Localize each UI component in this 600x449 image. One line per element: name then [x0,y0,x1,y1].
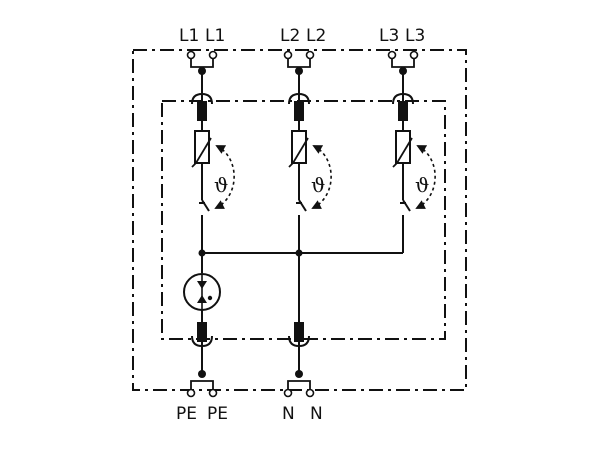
label-l3-b: L3 [405,26,425,46]
varistor-l2: ϑ [288,130,332,212]
plug-arch [288,92,310,105]
label-n-b: N [310,404,323,424]
terminal-l2-right [305,50,315,60]
theta-symbol: ϑ [311,173,325,197]
plug-contact [398,101,408,121]
varistor-diagonal [392,137,413,168]
plug-arch [191,92,213,105]
terminal-block-pe [186,370,218,398]
terminal-block-l3 [387,50,419,75]
terminal-link [190,380,214,390]
terminal-node [198,370,206,378]
label-l1-a: L1 [179,26,199,46]
plug-connector-l1 [191,92,213,121]
terminal-l1-right [208,50,218,60]
terminal-l3-right [409,50,419,60]
terminal-l2-left [283,50,293,60]
terminal-link [287,380,311,390]
spark-arrow-up [197,295,207,303]
terminal-n-right [305,388,315,398]
varistor-body [395,130,411,164]
label-l1-b: L1 [205,26,225,46]
bottom-section [183,253,315,398]
varistor-l1: ϑ [191,130,235,212]
terminal-pe-right [208,388,218,398]
plug-contact [197,322,207,342]
varistor-diagonal [288,137,309,168]
plug-contact [294,322,304,342]
plug-contact [294,101,304,121]
theta-symbol: ϑ [415,173,429,197]
terminal-link [391,58,415,68]
plug-arch [392,92,414,105]
terminal-l3-left [387,50,397,60]
label-l2-b: L2 [306,26,326,46]
thermal-arrow [214,145,235,209]
label-n-a: N [282,404,295,424]
switch-blade [402,199,411,212]
terminal-node [295,370,303,378]
spark-gas-dot [207,295,213,301]
varistor-body [291,130,307,164]
terminal-l1-left [186,50,196,60]
theta-symbol: ϑ [214,173,228,197]
plug-contact [197,101,207,121]
switch-blade [298,199,307,212]
terminal-block-l2 [283,50,315,75]
spark-arrow-down [197,281,207,289]
varistor-body [194,130,210,164]
thermal-arrow [311,145,332,209]
terminal-link [190,58,214,68]
switch-blade [201,199,210,212]
terminal-pe-left [186,388,196,398]
thermal-arrow [415,145,436,209]
label-l2-a: L2 [280,26,300,46]
plug-connector-l2 [288,92,310,121]
varistor-diagonal [191,137,212,168]
terminal-n-left [283,388,293,398]
spark-gap [183,273,221,311]
plug-connector-l3 [392,92,414,121]
terminal-block-n [283,370,315,398]
label-pe-b: PE [207,404,228,424]
label-l3-a: L3 [379,26,399,46]
outer-enclosure [132,49,467,391]
terminal-link [287,58,311,68]
varistor-l3: ϑ [392,130,436,212]
label-pe-a: PE [176,404,197,424]
